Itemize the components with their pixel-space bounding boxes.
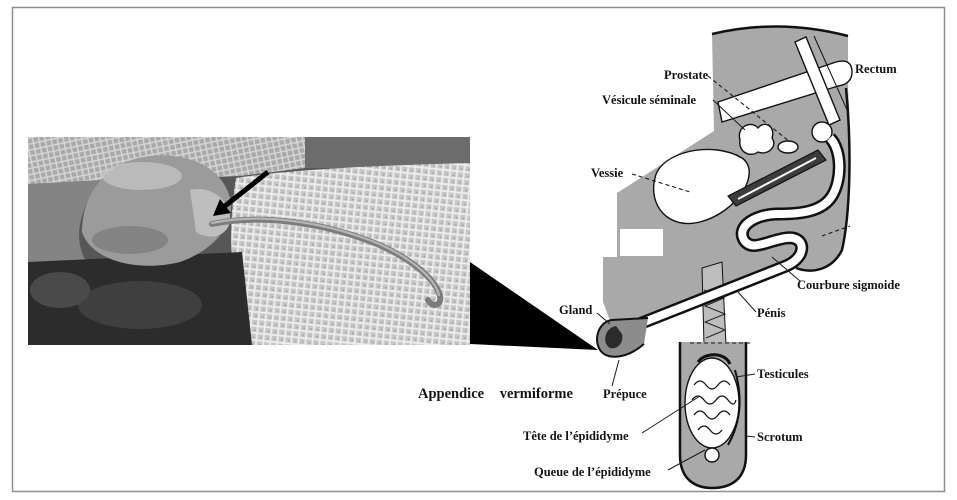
photo-dark-blob-2 [30, 272, 90, 308]
label-tete-epididyme: Tête de l’épididyme [523, 429, 629, 443]
label-courbure-sigmoide: Courbure sigmoide [797, 278, 900, 292]
label-gland: Gland [559, 303, 592, 317]
prostate [778, 141, 798, 153]
photo-gauze-pad [231, 163, 470, 345]
label-appendice-vermiforme: Appendice vermiforme [418, 386, 574, 402]
label-scrotum: Scrotum [757, 430, 803, 444]
label-prostate: Prostate [664, 68, 709, 82]
photo-sheath-highlight [102, 162, 182, 190]
photo-top-right-shadow [305, 137, 470, 168]
label-penis: Pénis [757, 306, 786, 320]
photo-dark-blob [78, 281, 202, 329]
label-testicules: Testicules [757, 367, 809, 381]
label-queue-epididyme: Queue de l’épididyme [534, 465, 651, 479]
label-vesicule-seminale: Vésicule séminale [602, 93, 697, 107]
specimen-photo [28, 137, 470, 345]
label-vessie: Vessie [591, 166, 624, 180]
white-cutout [620, 229, 663, 256]
photo-sheath-shadow [92, 226, 168, 254]
epididymis-tail [705, 448, 719, 462]
label-rectum: Rectum [855, 62, 897, 76]
seminal-vesicle [739, 124, 773, 154]
label-prepuce: Prépuce [603, 387, 647, 401]
